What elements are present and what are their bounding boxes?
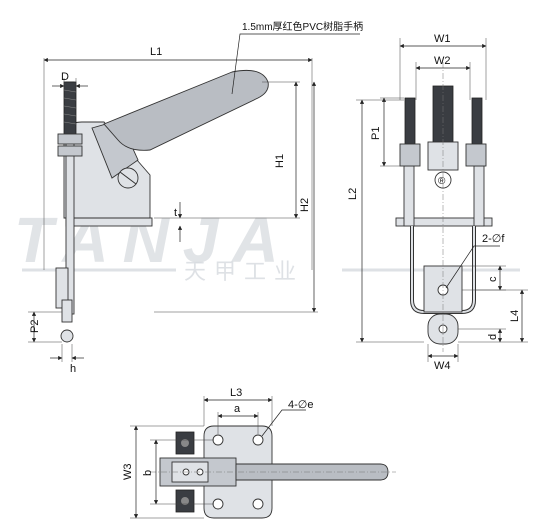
spindle-tip — [61, 299, 73, 323]
watermark-chinese: 天甲工业 — [184, 259, 304, 284]
leader-2f — [445, 245, 500, 289]
mount-hole-3 — [212, 498, 224, 510]
leader-4e — [261, 409, 306, 437]
handle — [103, 69, 269, 151]
label-P1: P1 — [370, 127, 382, 140]
mount-hole-2 — [252, 434, 264, 446]
front-view: ® W1 W2 P1 L2 2-∅f c — [347, 33, 528, 372]
label-W4: W4 — [434, 360, 451, 372]
label-L3: L3 — [230, 387, 242, 399]
label-L1: L1 — [150, 46, 162, 58]
label-c: c — [487, 276, 499, 282]
pressure-pad — [60, 329, 74, 343]
label-D: D — [61, 71, 69, 83]
base-plate — [65, 217, 153, 227]
top-view: L3 a 4-∅e W3 b — [122, 387, 396, 519]
label-b: b — [142, 470, 154, 476]
right-nut — [465, 143, 487, 167]
label-P2: P2 — [29, 320, 41, 333]
left-nut — [399, 143, 421, 167]
left-screw — [404, 97, 416, 145]
label-4e: 4-∅e — [288, 399, 313, 411]
mount-hole-4 — [252, 498, 264, 510]
svg-text:®: ® — [438, 176, 446, 187]
callout-leader — [231, 33, 360, 95]
label-H2: H2 — [299, 198, 311, 212]
label-W3: W3 — [122, 464, 134, 481]
label-W1: W1 — [434, 33, 451, 45]
right-screw — [471, 97, 483, 145]
label-2f: 2-∅f — [482, 233, 505, 245]
label-a: a — [234, 403, 241, 415]
left-bracket — [403, 165, 415, 227]
front-base-plate — [395, 217, 493, 227]
hex-nut-lower — [57, 145, 83, 157]
label-W2: W2 — [434, 55, 451, 67]
label-H1: H1 — [274, 154, 286, 168]
mount-hole-1 — [212, 434, 224, 446]
hex-nut-upper — [57, 133, 83, 145]
label-d: d — [487, 334, 499, 340]
label-h: h — [70, 363, 76, 375]
label-L4: L4 — [509, 310, 521, 322]
right-bracket — [473, 165, 485, 227]
label-t: t — [174, 207, 177, 219]
side-view: L1 D H1 H2 t P2 h 1.5mm厚红色PVC树脂手柄 — [28, 20, 363, 375]
callout-text: 1.5mm厚红色PVC树脂手柄 — [242, 20, 363, 33]
label-L2: L2 — [347, 188, 359, 200]
threaded-spindle — [63, 81, 77, 135]
